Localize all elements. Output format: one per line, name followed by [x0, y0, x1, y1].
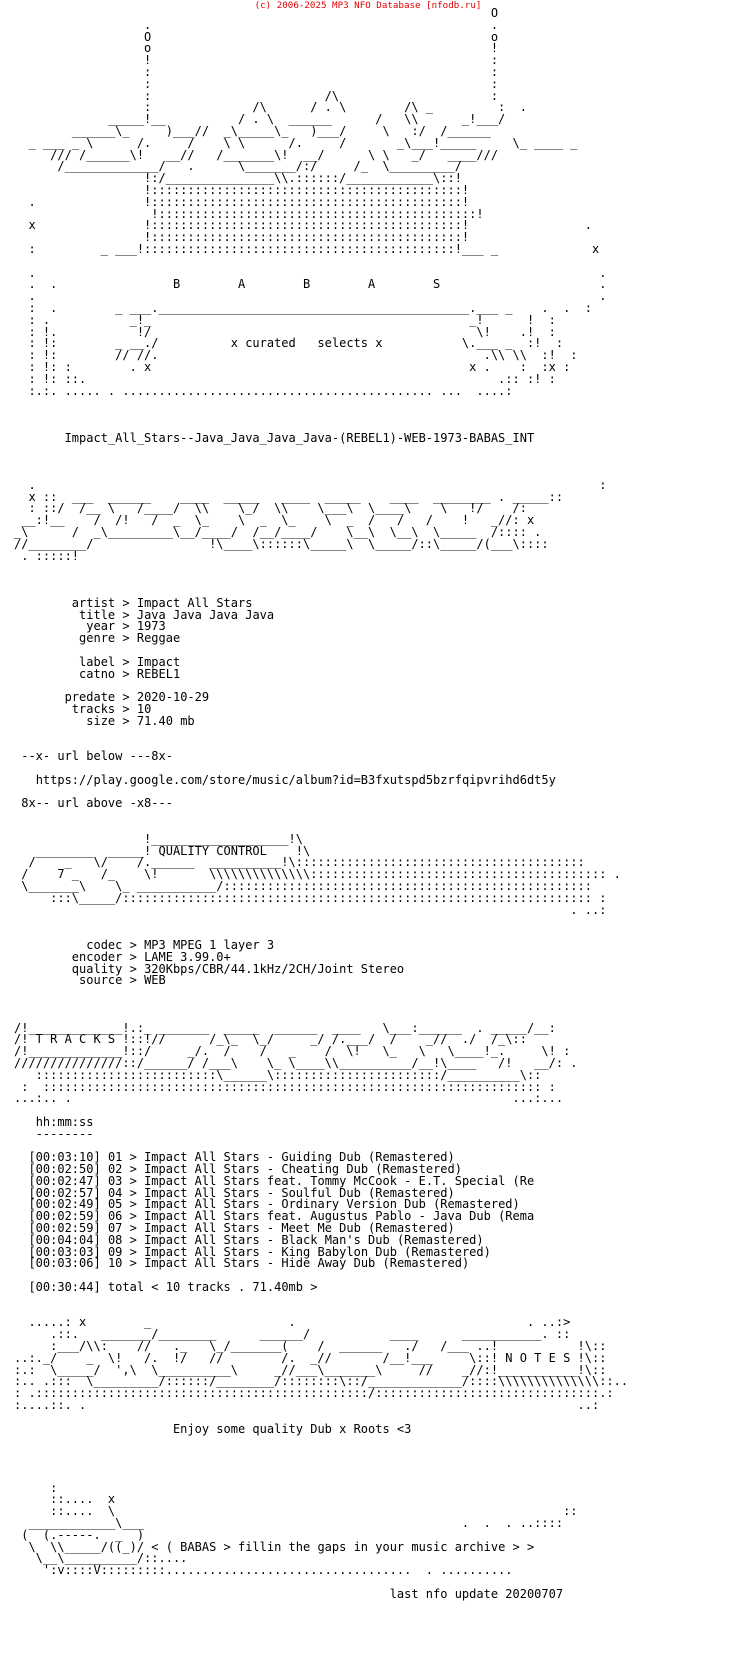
- year-label: year: [86, 619, 116, 634]
- title-value: Java Java Java Java: [136, 607, 275, 622]
- artist-value: Impact All Stars: [136, 595, 253, 610]
- encoder-label: encoder: [71, 949, 123, 964]
- artist-label: artist: [71, 595, 116, 610]
- footer-art-top: : ::.... x ::.... \ :: ____________\___ …: [21, 1480, 578, 1542]
- track-number: 01: [107, 1150, 123, 1165]
- copyright-banner: (c) 2006-2025 MP3 NFO Database [nfodb.ru…: [254, 0, 482, 11]
- notes-text: Enjoy some quality Dub x Roots <3: [172, 1421, 412, 1436]
- release-name: Impact_All_Stars--Java_Java_Java_Java-(R…: [64, 430, 535, 445]
- track-title: Impact All Stars - Black Man's Dub (Rema…: [144, 1232, 484, 1247]
- track-row: [00:02:59] 06 > Impact All Stars feat. A…: [28, 1209, 535, 1224]
- genre-value: Reggae: [136, 631, 181, 646]
- track-time: [00:02:49]: [28, 1197, 101, 1212]
- label-label: label: [79, 654, 116, 669]
- track-row: [00:02:47] 03 > Impact All Stars feat. T…: [28, 1173, 535, 1188]
- quality-value: 320Kbps/CBR/44.1kHz/2CH/Joint Stereo: [144, 961, 405, 976]
- track-row: [00:03:03] 09 > Impact All Stars - King …: [28, 1244, 491, 1259]
- label-value: Impact: [136, 654, 181, 669]
- track-row: [00:02:49] 05 > Impact All Stars - Ordin…: [28, 1197, 520, 1212]
- source-label: source: [79, 973, 123, 988]
- track-row: [00:02:50] 02 > Impact All Stars - Cheat…: [28, 1162, 462, 1177]
- track-number: 02: [107, 1162, 123, 1177]
- track-title: Impact All Stars - Ordinary Version Dub …: [144, 1197, 520, 1212]
- track-time: [00:03:03]: [28, 1244, 101, 1259]
- nfo-document: O . . O o o: [14, 8, 736, 1601]
- track-number: 04: [107, 1185, 123, 1200]
- track-row: [00:02:59] 07 > Impact All Stars - Meet …: [28, 1221, 455, 1236]
- track-time: [00:02:50]: [28, 1162, 101, 1177]
- track-number: 08: [107, 1232, 123, 1247]
- track-row: [00:03:06] 10 > Impact All Stars - Hide …: [28, 1256, 470, 1271]
- metadata-header-art: . : x :: ___ ______ ____ _____ ____ ____…: [14, 477, 607, 563]
- track-title: Impact All Stars - Cheating Dub (Remaste…: [144, 1162, 462, 1177]
- time-format-underline: --------: [35, 1126, 94, 1141]
- size-label: size: [86, 713, 116, 728]
- track-time: [00:03:06]: [28, 1256, 101, 1271]
- catno-value: REBEL1: [136, 666, 181, 681]
- track-number: 03: [107, 1173, 123, 1188]
- track-title: Impact All Stars - Guiding Dub (Remaster…: [144, 1150, 455, 1165]
- footer-art-mid: \ \\_____/((_)/: [14, 1539, 152, 1554]
- predate-value: 2020-10-29: [136, 690, 210, 705]
- track-time: [00:02:47]: [28, 1173, 101, 1188]
- track-list: [00:03:10] 01 > Impact All Stars - Guidi…: [14, 1150, 534, 1270]
- track-number: 09: [107, 1244, 123, 1259]
- album-url-link[interactable]: https://play.google.com/store/music/albu…: [35, 772, 556, 787]
- tracks-header-art: /!_____________!.:_ _______ _____ ______…: [14, 1020, 578, 1106]
- url-above-marker: 8x-- url above -x8---: [21, 796, 173, 811]
- encoder-value: LAME 3.99.0+: [144, 949, 231, 964]
- tracks-total: [00:30:44] total < 10 tracks . 71.40mb >: [28, 1280, 318, 1295]
- track-time: [00:04:04]: [28, 1232, 101, 1247]
- quality-label: quality: [71, 961, 123, 976]
- track-number: 06: [107, 1209, 123, 1224]
- track-row: [00:02:57] 04 > Impact All Stars - Soulf…: [28, 1185, 455, 1200]
- track-row: [00:04:04] 08 > Impact All Stars - Black…: [28, 1232, 484, 1247]
- footer-art-bottom: \__\__________/::.... ':v::::V:::::::::.…: [35, 1551, 513, 1578]
- track-number: 10: [107, 1256, 123, 1271]
- track-title: Impact All Stars - Meet Me Dub (Remaster…: [144, 1221, 455, 1236]
- last-update: last nfo update 20200707: [389, 1586, 564, 1601]
- track-title: Impact All Stars feat. Augustus Pablo - …: [144, 1209, 535, 1224]
- track-time: [00:02:57]: [28, 1185, 101, 1200]
- size-value: 71.40 mb: [136, 713, 195, 728]
- track-number: 05: [107, 1197, 123, 1212]
- url-below-marker: --x- url below ---8x-: [21, 749, 173, 764]
- catno-label: catno: [79, 666, 116, 681]
- footer-tagline: < ( BABAS > fillin the gaps in your musi…: [151, 1539, 535, 1554]
- track-title: Impact All Stars - King Babylon Dub (Rem…: [144, 1244, 491, 1259]
- title-label: title: [79, 607, 116, 622]
- track-title: Impact All Stars - Hide Away Dub (Remast…: [144, 1256, 470, 1271]
- babas-frame-art: . . . . B A B A S . .: [28, 265, 607, 398]
- track-title: Impact All Stars - Soulful Dub (Remaster…: [144, 1185, 455, 1200]
- notes-header-art: .....: x _ . . ..:> .::. _______/_______…: [14, 1315, 629, 1413]
- predate-label: predate: [64, 690, 116, 705]
- quality-control-header-art: !___________________!\ ________ _____! Q…: [21, 831, 621, 917]
- codec-value: MP3 MPEG 1 layer 3: [144, 937, 275, 952]
- tracks-label: tracks: [71, 702, 116, 717]
- source-value: WEB: [144, 973, 166, 988]
- codec-label: codec: [86, 937, 123, 952]
- time-format-header: hh:mm:ss: [35, 1114, 94, 1129]
- year-value: 1973: [136, 619, 166, 634]
- track-row: [00:03:10] 01 > Impact All Stars - Guidi…: [28, 1150, 455, 1165]
- track-number: 07: [107, 1221, 123, 1236]
- track-time: [00:02:59]: [28, 1209, 101, 1224]
- track-title: Impact All Stars feat. Tommy McCook - E.…: [144, 1173, 535, 1188]
- track-time: [00:02:59]: [28, 1221, 101, 1236]
- logo-art: O . . O o o: [28, 8, 600, 256]
- tracks-value: 10: [136, 702, 152, 717]
- track-time: [00:03:10]: [28, 1150, 101, 1165]
- genre-label: genre: [79, 631, 116, 646]
